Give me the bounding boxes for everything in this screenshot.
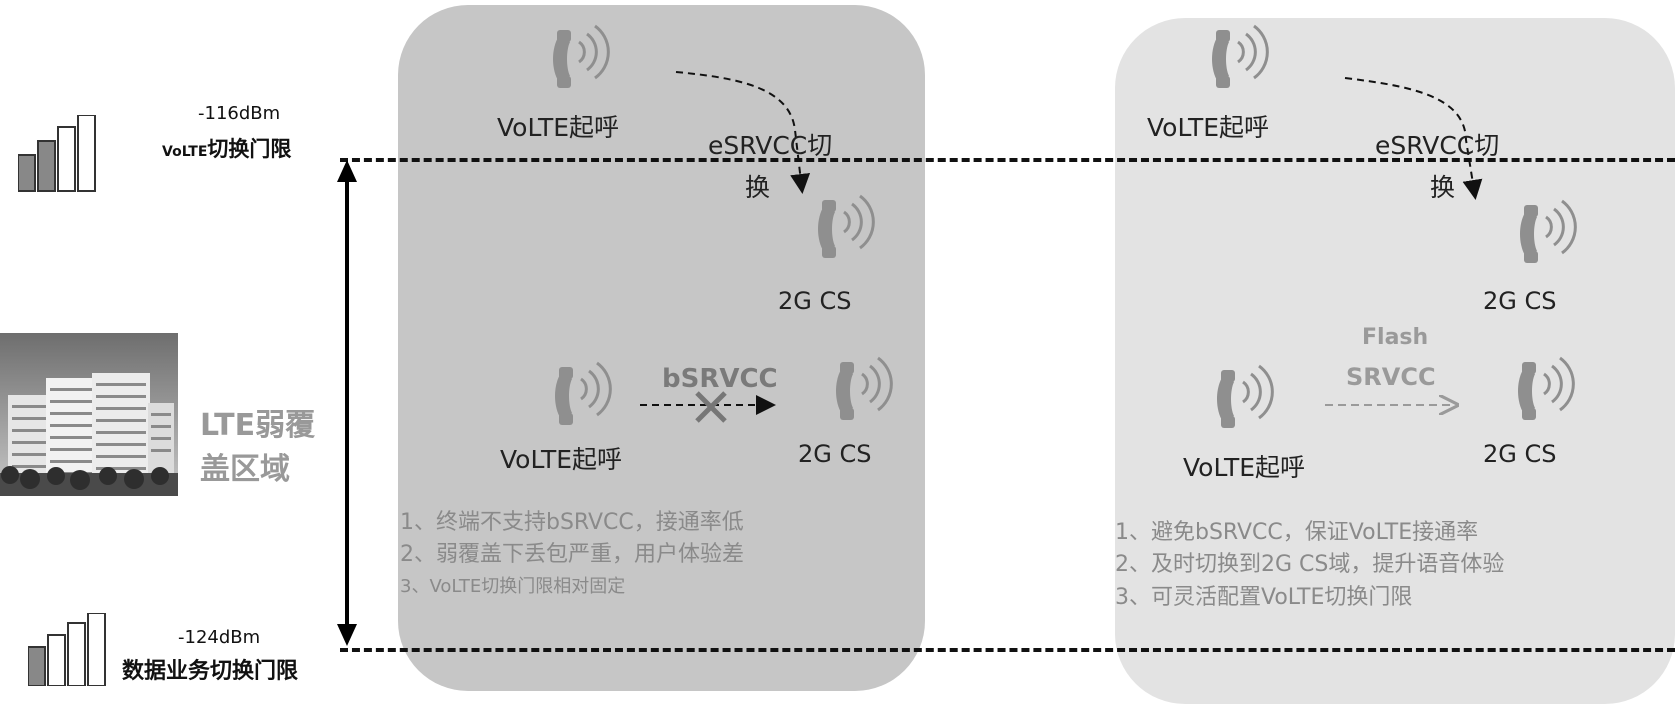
bottom-threshold-label: 数据业务切换门限	[122, 659, 299, 684]
top-threshold-label: VoLTE切换门限	[162, 133, 291, 163]
right-cs-bottom: 2G CS	[1483, 440, 1557, 468]
bsrvcc-label: bSRVCC	[662, 364, 778, 394]
phone-ringing-icon	[836, 356, 893, 420]
right-esrvcc-label-line2: 换	[1430, 173, 1456, 202]
signal-bars-icon	[28, 613, 106, 686]
esrvcc-arrow-left	[675, 71, 811, 194]
top-threshold-label-suffix: 切换门限	[207, 137, 292, 161]
left-note-1: 1、终端不支持bSRVCC，接通率低	[400, 510, 744, 535]
region-label-line2: 盖区域	[200, 452, 290, 487]
right-esrvcc-label-line1: eSRVCC切	[1375, 131, 1500, 160]
left-note-2: 2、弱覆盖下丢包严重，用户体验差	[400, 542, 744, 567]
buildings-image	[0, 333, 178, 496]
left-cs-top: 2G CS	[778, 287, 852, 315]
volte-threshold-line	[340, 158, 1675, 162]
right-note-3: 3、可灵活配置VoLTE切换门限	[1115, 585, 1413, 610]
phone-ringing-icon	[1212, 24, 1269, 88]
region-label-line1: LTE弱覆	[200, 408, 316, 443]
bsrvcc-blocked-cross-icon	[695, 391, 727, 423]
flash-srvcc-label-line2: SRVCC	[1346, 363, 1436, 391]
arrows-layer	[337, 71, 1483, 646]
data-threshold-line	[340, 648, 1675, 652]
phone-ringing-icon	[555, 361, 612, 425]
right-note-1: 1、避免bSRVCC，保证VoLTE接通率	[1115, 520, 1479, 545]
left-volte-call-top: VoLTE起呼	[497, 113, 620, 142]
right-cs-top: 2G CS	[1483, 287, 1557, 315]
phone-ringing-icon	[1217, 364, 1274, 428]
vertical-range-arrow	[337, 160, 357, 646]
left-volte-call-bottom: VoLTE起呼	[500, 445, 623, 474]
right-volte-call-bottom: VoLTE起呼	[1183, 453, 1306, 482]
phone-ringing-icon	[553, 24, 610, 88]
esrvcc-arrow-right	[1344, 77, 1483, 200]
left-note-3: 3、VoLTE切换门限相对固定	[400, 576, 626, 597]
top-threshold-label-prefix: VoLTE	[162, 144, 208, 160]
signal-bars-icon	[18, 115, 96, 192]
phone-ringing-icon	[1518, 356, 1575, 420]
right-note-2: 2、及时切换到2G CS域，提升语音体验	[1115, 552, 1505, 577]
top-threshold-dbm: -116dBm	[198, 103, 281, 124]
phone-ringing-icon	[1520, 199, 1577, 263]
scenario-panel-left	[398, 5, 925, 691]
flash-srvcc-label-line1: Flash	[1362, 325, 1429, 350]
phone-ringing-icon	[818, 194, 875, 258]
scenario-panel-right	[1115, 18, 1675, 704]
right-volte-call-top: VoLTE起呼	[1147, 113, 1270, 142]
bottom-threshold-dbm: -124dBm	[178, 627, 261, 648]
left-cs-bottom: 2G CS	[798, 440, 872, 468]
left-esrvcc-label-line1: eSRVCC切	[708, 131, 833, 160]
left-esrvcc-label-line2: 换	[745, 173, 771, 202]
